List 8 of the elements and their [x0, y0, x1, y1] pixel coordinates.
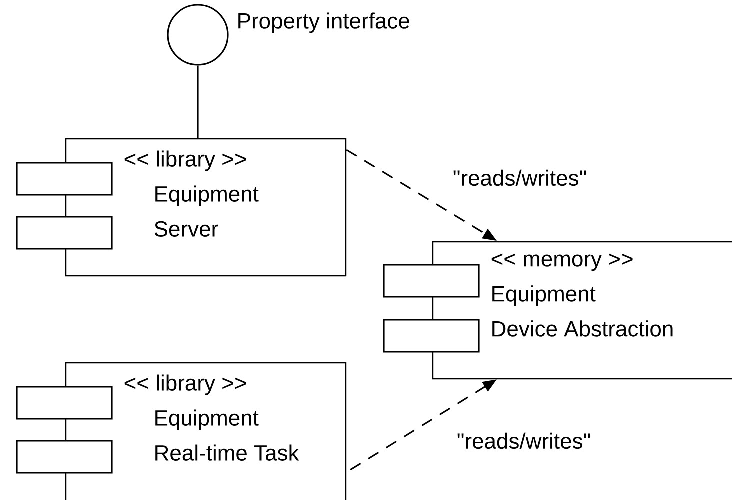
interface-circle — [167, 4, 229, 66]
edge-label: "reads/writes" — [454, 430, 594, 452]
component-box: << library >> Equipment Server — [16, 138, 347, 277]
component-box: << library >> Equipment Real-time Task — [16, 362, 347, 500]
interface-label: Property interface — [238, 12, 410, 34]
component-box: << memory >> Equipment Device Abstraction — [383, 241, 732, 380]
connector-line — [197, 66, 199, 138]
edge-label: "reads/writes" — [450, 168, 590, 188]
